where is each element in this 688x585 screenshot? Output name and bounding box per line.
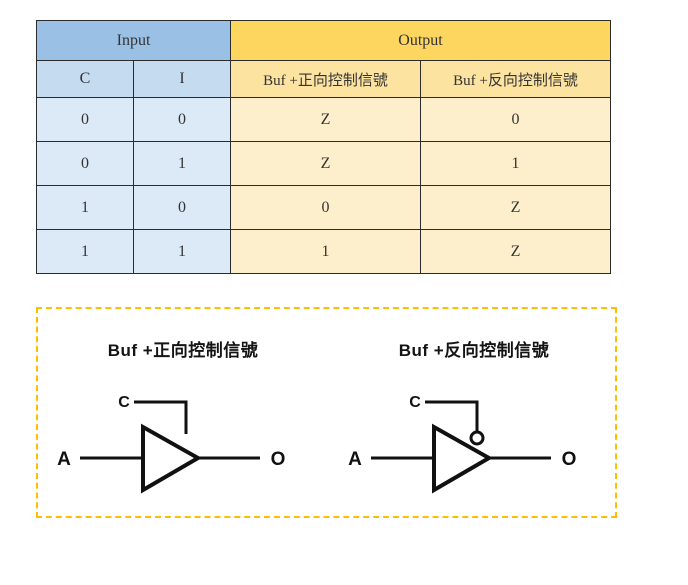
table-row: 1 0 0 Z: [36, 185, 612, 230]
column-header-i: I: [133, 60, 231, 98]
cell-c: 1: [36, 229, 134, 274]
cell-c: 0: [36, 141, 134, 186]
gate-title-positive: Buf +正向控制信號: [107, 341, 259, 360]
output-label-o: O: [271, 449, 286, 470]
table-column-header-row: C I Buf +正向控制信號 Buf +反向控制信號: [36, 60, 612, 98]
cell-out-inverted: Z: [419, 229, 612, 274]
gate-diagram-inverted-control: Buf +反向控制信號 C A O: [329, 309, 619, 516]
group-header-input: Input: [36, 20, 231, 61]
cell-i: 1: [133, 229, 231, 274]
cell-out-positive: 0: [230, 185, 421, 230]
cell-out-inverted: Z: [419, 185, 612, 230]
cell-c: 0: [36, 97, 134, 142]
diagram-panel: Buf +正向控制信號 C A O Buf +反向控制信號 C: [36, 307, 617, 518]
table-row: 0 0 Z 0: [36, 97, 612, 142]
table-row: 0 1 Z 1: [36, 141, 612, 186]
tri-state-buffer-symbol: C A O: [57, 394, 286, 494]
tri-state-buffer-inverted-symbol: C A O: [348, 394, 577, 494]
inversion-bubble-icon: [469, 430, 485, 446]
cell-i: 0: [133, 185, 231, 230]
column-header-buf-positive: Buf +正向控制信號: [230, 60, 421, 98]
column-header-c: C: [36, 60, 134, 98]
input-label-a: A: [348, 449, 362, 470]
cell-out-positive: Z: [230, 141, 421, 186]
group-header-output: Output: [229, 20, 612, 61]
output-label-o: O: [562, 449, 577, 470]
gate-title-inverted: Buf +反向控制信號: [398, 341, 550, 360]
control-wire: [134, 400, 188, 434]
cell-out-inverted: 1: [419, 141, 612, 186]
control-wire: [425, 400, 479, 431]
cell-out-inverted: 0: [419, 97, 612, 142]
table-group-header-row: Input Output: [36, 20, 612, 61]
truth-table: Input Output C I Buf +正向控制信號 Buf +反向控制信號…: [36, 20, 612, 274]
cell-c: 1: [36, 185, 134, 230]
buffer-triangle: [141, 423, 203, 494]
cell-out-positive: Z: [230, 97, 421, 142]
table-row: 1 1 1 Z: [36, 229, 612, 274]
input-label-a: A: [57, 449, 71, 470]
control-label-c: C: [118, 394, 130, 411]
column-header-buf-inverted: Buf +反向控制信號: [419, 60, 612, 98]
cell-i: 1: [133, 141, 231, 186]
cell-out-positive: 1: [230, 229, 421, 274]
gate-diagram-positive-control: Buf +正向控制信號 C A O: [38, 309, 328, 516]
cell-i: 0: [133, 97, 231, 142]
control-label-c: C: [409, 394, 421, 411]
buffer-triangle: [432, 423, 494, 494]
